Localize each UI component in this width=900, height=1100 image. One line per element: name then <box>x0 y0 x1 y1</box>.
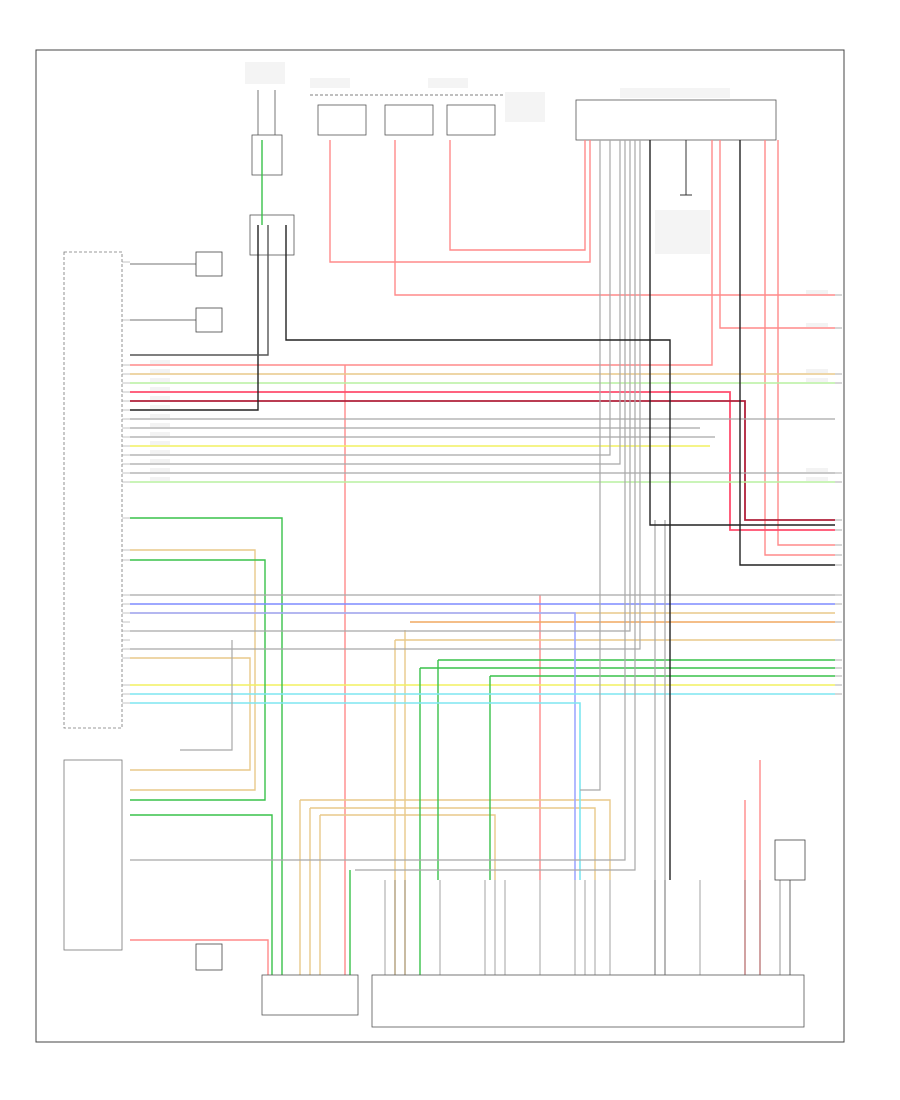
bottom-connector-pins <box>384 880 761 975</box>
top-labels <box>245 62 730 122</box>
antenna-2-icon <box>130 307 223 333</box>
top-connectors <box>249 90 777 256</box>
left-bottom-connector <box>261 974 359 1016</box>
wire-pink-group <box>130 391 835 531</box>
ground-symbol <box>680 140 692 196</box>
wire-blue-group <box>130 603 835 880</box>
ground-note <box>655 210 710 254</box>
bottom-connector-block <box>371 974 805 1028</box>
wire-green-group <box>130 140 835 975</box>
right-terminals <box>835 294 842 695</box>
antenna-3-icon <box>195 943 223 971</box>
radio-module-box <box>63 251 123 729</box>
wire-yellow-group <box>130 445 835 686</box>
radio-module-pins <box>122 261 130 704</box>
right-module <box>774 839 806 975</box>
diagram-frame <box>35 49 845 1043</box>
wire-gray-group <box>130 140 835 975</box>
wire-label-placeholders <box>150 290 828 481</box>
wire-black-group <box>130 140 835 880</box>
lower-module-box <box>63 759 123 951</box>
wire-red-group <box>130 140 835 975</box>
antenna-1-icon <box>130 251 223 277</box>
